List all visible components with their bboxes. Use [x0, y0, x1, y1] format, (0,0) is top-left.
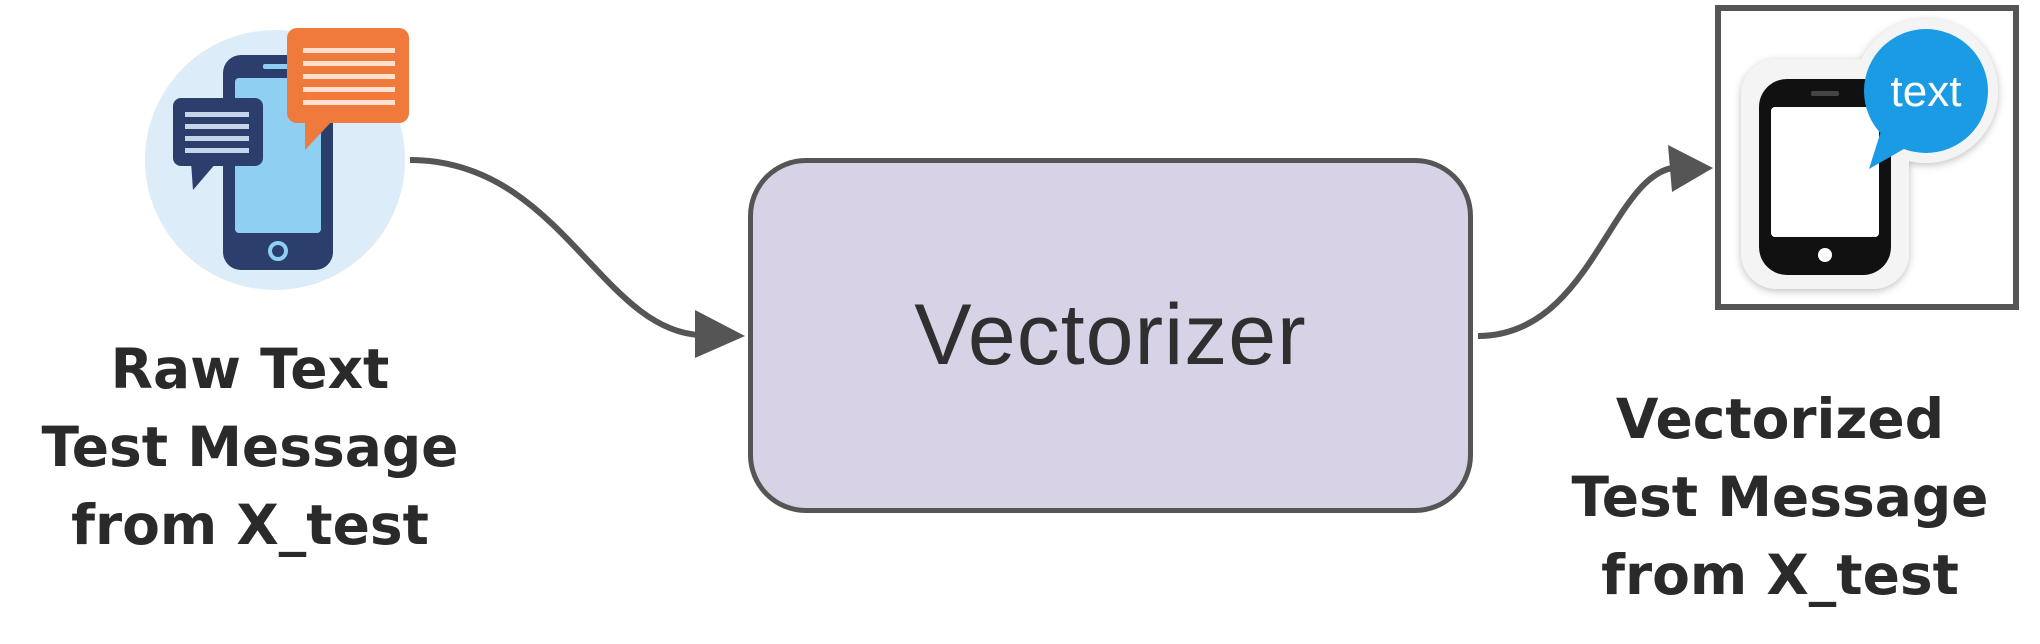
text-bubble-label: text: [1891, 67, 1962, 116]
output-label-line: from X_test: [1601, 543, 1959, 607]
phone-text-bubble-icon: text: [1741, 19, 1998, 289]
input-label-line: from X_test: [71, 493, 429, 557]
output-label-line: Vectorized: [1615, 387, 1945, 451]
output-label-line: Test Message: [1571, 465, 1989, 529]
output-label: Vectorized Test Message from X_test: [1555, 380, 2005, 614]
vectorizer-label: Vectorizer: [914, 287, 1307, 383]
navy-chat-bubble-icon: [173, 98, 263, 190]
input-label-line: Test Message: [41, 415, 459, 479]
text-bubble-icon: text: [1864, 29, 1988, 169]
input-label: Raw Text Test Message from X_test: [25, 330, 475, 564]
arrow-vectorizer-to-output: [1477, 145, 1713, 339]
phone-icon: [1759, 79, 1891, 275]
input-label-line: Raw Text: [110, 337, 390, 401]
phone-chat-icon: [145, 28, 409, 290]
orange-chat-bubble-icon: [287, 28, 409, 150]
output-icon-frame: text: [1715, 5, 2019, 310]
vectorizer-box: Vectorizer: [748, 158, 1473, 513]
arrow-input-to-vectorizer: [409, 157, 745, 358]
